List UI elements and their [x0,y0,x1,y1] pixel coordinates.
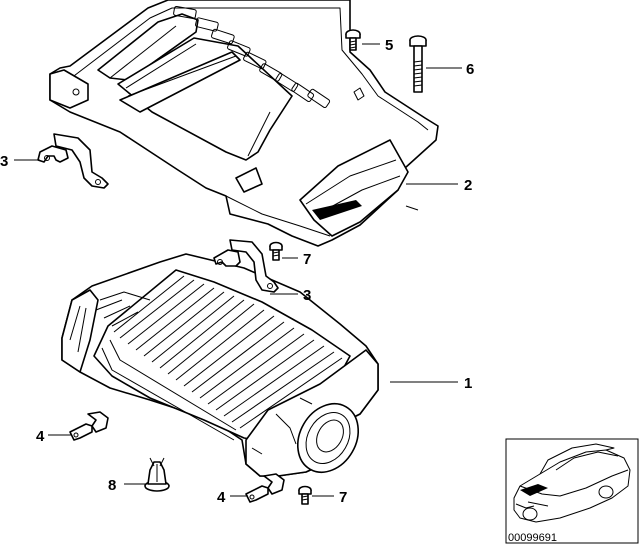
callout-4-bottom: 4 [217,489,226,506]
clip-bracket-part-4-bottom [245,473,285,503]
screw-part-7-upper [269,241,283,261]
round-outlet-port [297,403,359,473]
bolt-part-6 [409,35,427,93]
callout-7-upper: 7 [303,251,311,268]
expanding-clip-part-8 [144,457,170,492]
clip-bracket-part-4-left [69,411,109,441]
callout-7-lower: 7 [339,489,347,506]
callout-labels: 1 2 3 3 4 4 5 6 7 7 8 [0,37,474,506]
callout-4-left: 4 [36,428,45,445]
vehicle-locator-inset: 00099691 [505,438,639,544]
bracket-part-3-left [37,133,109,189]
leader-lines [14,43,462,497]
bracket-part-3-center [213,239,279,293]
callout-1: 1 [464,375,472,392]
callout-5: 5 [385,37,393,54]
air-filter-housing-part-1 [61,253,379,477]
callout-2: 2 [464,177,472,194]
callout-6: 6 [466,61,474,78]
diagram-number: 00099691 [508,532,557,544]
car-silhouette [513,443,631,523]
screw-part-5 [345,29,361,51]
callout-3-center: 3 [303,287,311,304]
cover-vent-slots [173,5,331,109]
callout-8: 8 [108,477,116,494]
engine-cover-part-2 [49,0,439,247]
screw-part-7-lower [298,485,312,505]
callout-3-left: 3 [0,153,8,170]
core-ribs [101,275,343,441]
